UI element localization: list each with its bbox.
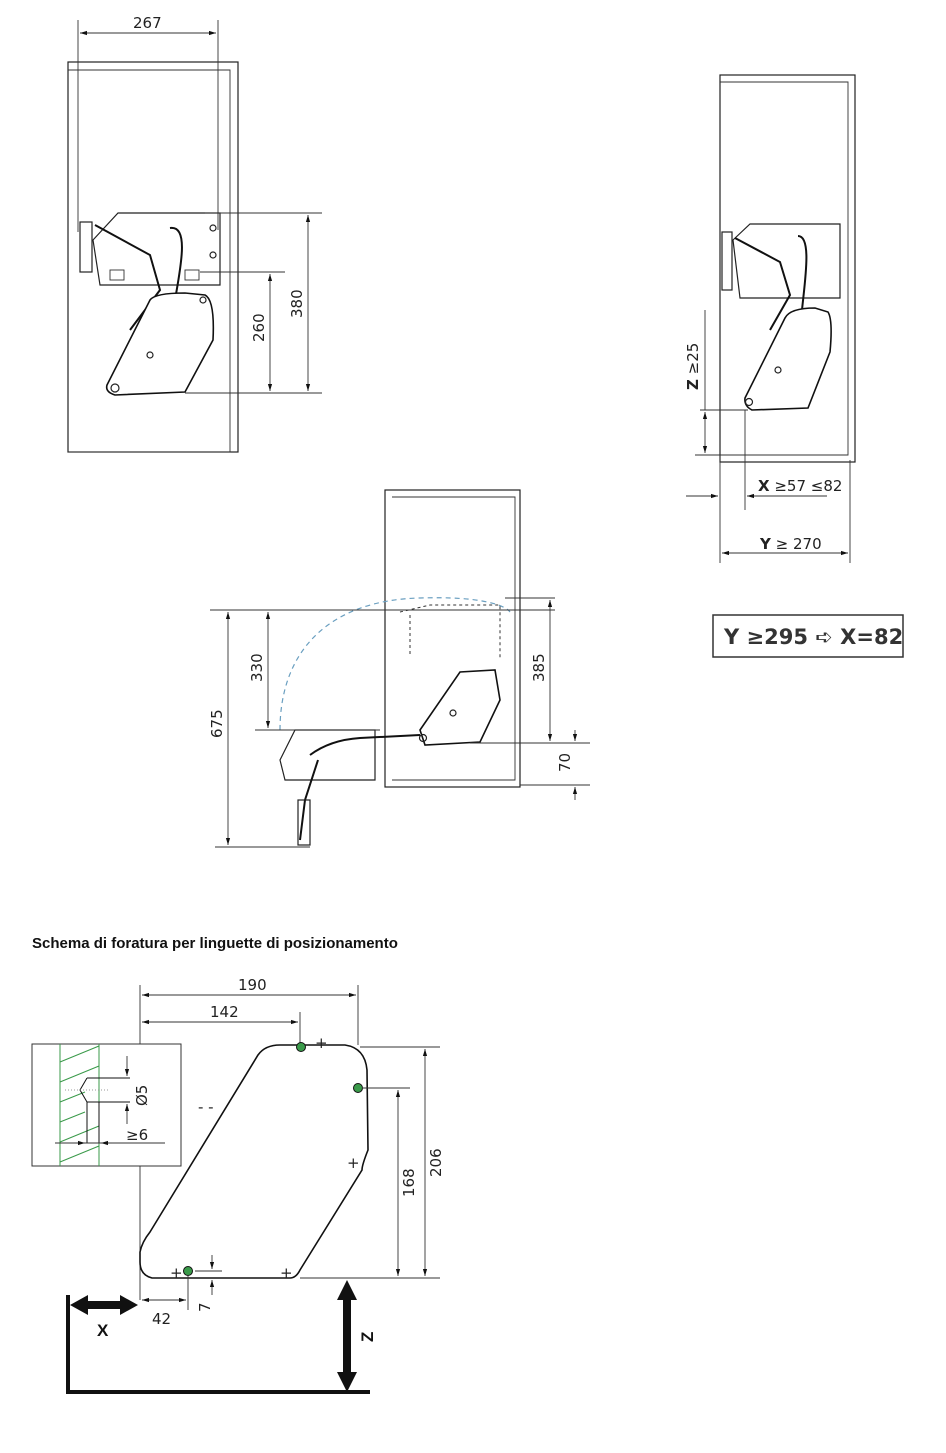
svg-text:Z ≥25: Z ≥25	[684, 343, 702, 390]
middle-view: 675 330 385 70	[208, 489, 590, 848]
hole	[183, 1266, 193, 1276]
drilling-scheme-title: Schema di foratura per linguette di posi…	[32, 935, 398, 952]
dim-330: 330	[248, 653, 266, 682]
svg-text:Y ≥ 270: Y ≥ 270	[759, 535, 822, 553]
dim-380: 380	[288, 289, 306, 318]
drilling-scheme: 190 142 + + + + - - 168 206 42 7 Ø5 ≥6 X Z	[31, 976, 445, 1394]
dim-70: 70	[556, 753, 574, 772]
dim-142: 142	[210, 1003, 239, 1021]
hole	[353, 1083, 363, 1093]
svg-text:X ≥57 ≤82: X ≥57 ≤82	[758, 477, 842, 495]
mounting-plate	[139, 1044, 369, 1279]
dim-depth-6: ≥6	[126, 1126, 148, 1144]
motion-path	[279, 597, 511, 731]
rule-text: Y ≥295 ➪ X=82	[723, 625, 903, 649]
y-value: ≥ 270	[776, 535, 822, 553]
svg-text:+: +	[280, 1264, 293, 1282]
y-label: Y	[759, 535, 772, 553]
dim-42: 42	[152, 1310, 171, 1328]
lift-mechanism-small	[721, 223, 841, 411]
x-value: ≥57 ≤82	[774, 477, 842, 495]
svg-text:+: +	[347, 1154, 360, 1172]
dim-267: 267	[133, 14, 162, 32]
dim-675: 675	[208, 709, 226, 738]
dim-diameter-5: Ø5	[133, 1085, 151, 1106]
dim-7: 7	[196, 1302, 214, 1312]
svg-text:+: +	[315, 1034, 328, 1052]
lift-mechanism	[79, 212, 221, 396]
x-arrow-icon	[70, 1295, 138, 1315]
dim-385: 385	[530, 653, 548, 682]
top-left-view: 267 380 260	[67, 14, 322, 453]
dim-168: 168	[400, 1168, 418, 1197]
dim-260: 260	[250, 313, 268, 342]
drill-detail: Ø5 ≥6	[31, 1043, 182, 1167]
dim-206: 206	[427, 1148, 445, 1177]
z-value: ≥25	[684, 343, 702, 375]
x-label-bottom: X	[97, 1321, 109, 1340]
z-label: Z	[684, 379, 702, 390]
z-arrow-icon	[337, 1280, 357, 1392]
hole	[296, 1042, 306, 1052]
dim-190: 190	[238, 976, 267, 994]
reference-corner	[66, 1295, 370, 1394]
z-label-bottom: Z	[358, 1332, 377, 1342]
svg-text:- -: - -	[198, 1098, 214, 1116]
right-view: Z ≥25 X ≥57 ≤82 Y ≥ 270 Y ≥295 ➪ X=82	[684, 74, 904, 658]
svg-text:+: +	[170, 1264, 183, 1282]
rule-box	[712, 614, 904, 658]
x-label: X	[758, 477, 770, 495]
